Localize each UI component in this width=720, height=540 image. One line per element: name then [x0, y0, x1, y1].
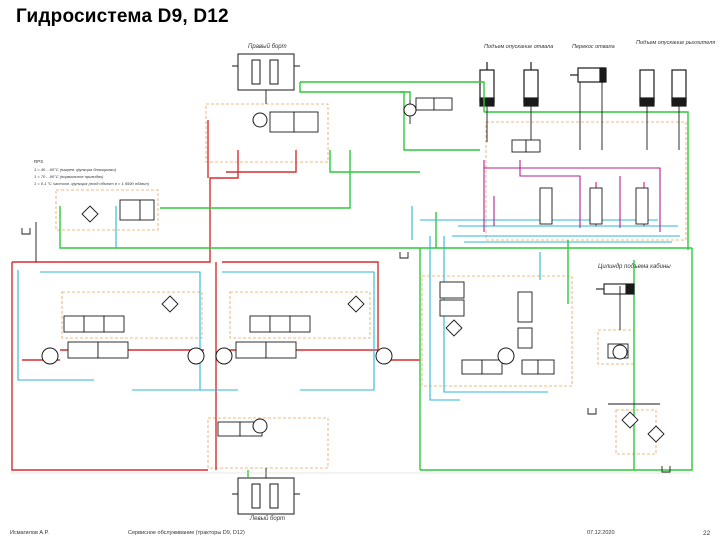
page-title: Гидросистема D9, D12 — [16, 6, 229, 27]
label-left-track: Левый борт — [249, 515, 285, 522]
ripper-lift-cylinders — [639, 69, 687, 107]
notes-line-1: 1 = 40 ...60°C (нагрев. функция блокиров… — [34, 167, 117, 172]
label-ripper-lift: Подъем опускание рыхлителя — [636, 40, 715, 46]
left-track-motor — [232, 477, 300, 515]
return-lines — [59, 81, 693, 478]
footer: Исмагилов А.Р. Сервисное обслуживание (т… — [0, 528, 720, 540]
directional-valves — [63, 97, 649, 437]
label-right-track: Правый борт — [248, 43, 287, 50]
notes-line-2: 1 = 70 ...90°C (нормальное приводах) — [34, 174, 104, 179]
subsystem-frames — [55, 103, 687, 469]
label-blade-lift: Подъем опускание отвала — [484, 44, 553, 50]
page-number: 22 — [703, 530, 711, 537]
label-blade-tilt: Перекос отвала — [572, 44, 615, 50]
notes-block: RPS 1 = 40 ...60°C (нагрев. функция блок… — [34, 159, 150, 186]
schematic-lines — [35, 82, 680, 478]
notes-line-3: 1 = 0,1 °C частичн. функция (вход объект… — [34, 181, 150, 186]
footer-date: 07.12.2020 — [587, 530, 615, 536]
filters — [81, 205, 665, 443]
tank-symbols — [21, 228, 671, 473]
right-track-motor — [232, 53, 300, 91]
blade-lift-cylinders — [479, 62, 539, 107]
notes-title: RPS — [34, 159, 43, 164]
blade-tilt-cylinder — [570, 67, 607, 83]
control-lines — [483, 160, 661, 232]
cab-lift-cylinder — [596, 283, 635, 295]
footer-author: Исмагилов А.Р. — [10, 530, 49, 536]
footer-course: Сервисное обслуживание (тракторы D9, D12… — [128, 530, 245, 536]
pumps — [41, 103, 628, 434]
